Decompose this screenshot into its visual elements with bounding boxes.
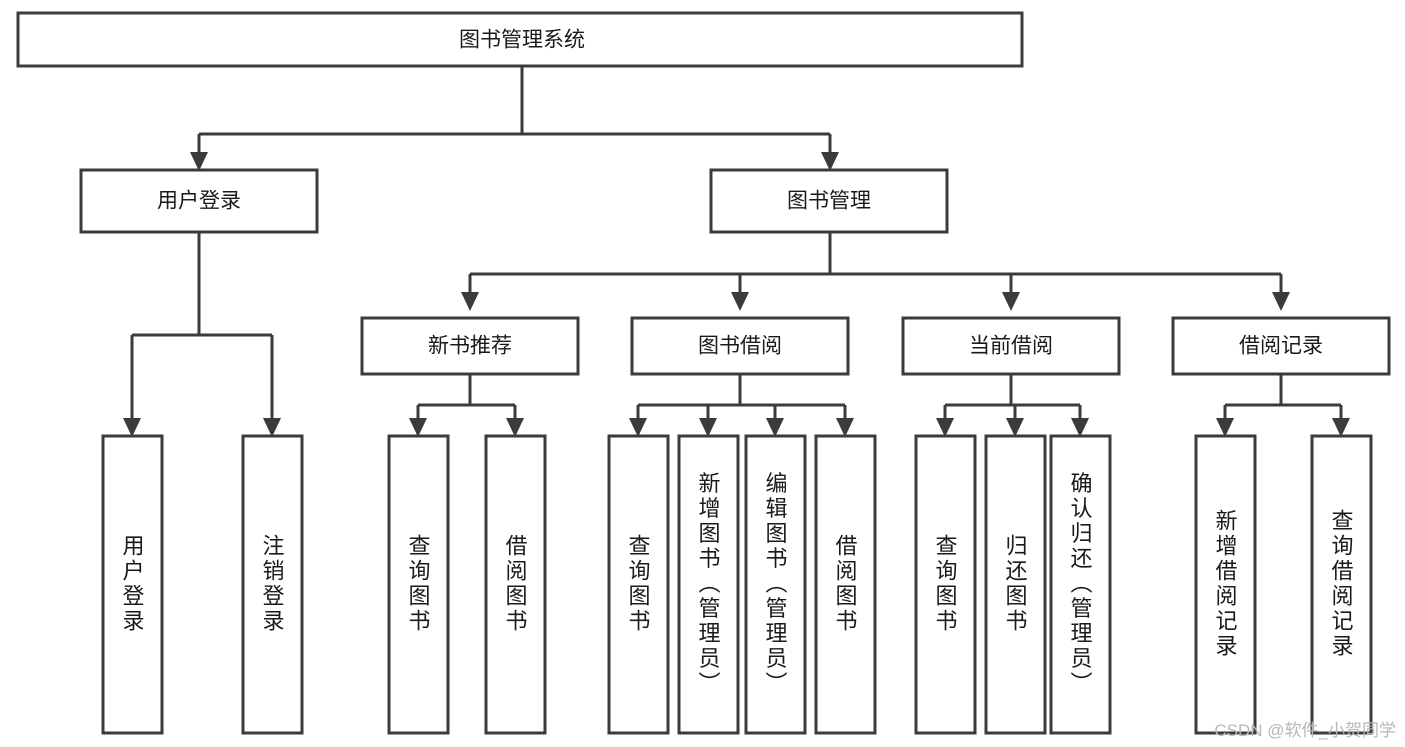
- node-borrow-record-label: 借阅记录: [1239, 335, 1323, 358]
- node-book-borrow-label: 图书借阅: [698, 335, 782, 358]
- leaf-node[interactable]: 确认归还（管理员）: [1049, 434, 1112, 735]
- leaf-node[interactable]: 编辑图书（管理员）: [744, 434, 807, 735]
- leaf-node-label: 查询图书: [626, 534, 651, 634]
- connector-borrowrecord-to-leaves: [1216, 374, 1350, 437]
- node-book-management-label: 图书管理: [787, 190, 871, 213]
- leaf-node[interactable]: 归还图书: [984, 434, 1047, 735]
- leaf-node[interactable]: 用户登录: [101, 434, 164, 735]
- node-user-login[interactable]: 用户登录: [79, 168, 319, 234]
- leaf-node-label: 查询借阅记录: [1329, 509, 1354, 659]
- leaf-node-label: 查询图书: [406, 534, 431, 634]
- leaf-node-label: 借阅图书: [503, 534, 528, 634]
- leaf-node-label: 查询图书: [933, 534, 958, 634]
- leaf-node-label: 编辑图书（管理员）: [763, 472, 788, 697]
- node-new-book-recommend[interactable]: 新书推荐: [360, 316, 580, 376]
- leaf-node-label: 归还图书: [1003, 534, 1028, 634]
- leaf-node[interactable]: 新增借阅记录: [1194, 434, 1257, 735]
- node-book-management[interactable]: 图书管理: [709, 168, 949, 234]
- node-book-borrow[interactable]: 图书借阅: [630, 316, 850, 376]
- leaf-node[interactable]: 借阅图书: [814, 434, 877, 735]
- connector-bookmgmt-to-level3: [461, 232, 1290, 311]
- leaf-node-label: 新增图书（管理员）: [696, 472, 721, 697]
- connector-userlogin-to-leaves: [123, 232, 281, 437]
- leaf-node[interactable]: 借阅图书: [484, 434, 547, 735]
- leaf-node-label: 注销登录: [260, 534, 285, 634]
- connector-newbook-to-leaves: [409, 374, 524, 437]
- node-root-system[interactable]: 图书管理系统: [16, 11, 1024, 68]
- leaf-node[interactable]: 查询图书: [387, 434, 450, 735]
- leaf-node[interactable]: 查询图书: [914, 434, 977, 735]
- leaf-node-label: 用户登录: [120, 534, 145, 634]
- connector-root-to-level2: [190, 66, 839, 171]
- connector-currentborrow-to-leaves: [936, 374, 1089, 437]
- node-current-borrow-label: 当前借阅: [969, 335, 1053, 358]
- leaf-node[interactable]: 注销登录: [241, 434, 304, 735]
- leaf-node-label: 新增借阅记录: [1213, 509, 1238, 659]
- leaf-node[interactable]: 查询借阅记录: [1310, 434, 1373, 735]
- leaf-node[interactable]: 查询图书: [607, 434, 670, 735]
- node-root-system-label: 图书管理系统: [459, 29, 585, 52]
- leaf-node-label: 借阅图书: [833, 534, 858, 634]
- node-user-login-label: 用户登录: [157, 190, 241, 213]
- connector-bookborrow-to-leaves: [629, 374, 854, 437]
- leaf-node-label: 确认归还（管理员）: [1068, 472, 1093, 697]
- node-borrow-record[interactable]: 借阅记录: [1171, 316, 1391, 376]
- leaf-node[interactable]: 新增图书（管理员）: [677, 434, 740, 735]
- node-current-borrow[interactable]: 当前借阅: [901, 316, 1121, 376]
- node-new-book-recommend-label: 新书推荐: [428, 335, 512, 358]
